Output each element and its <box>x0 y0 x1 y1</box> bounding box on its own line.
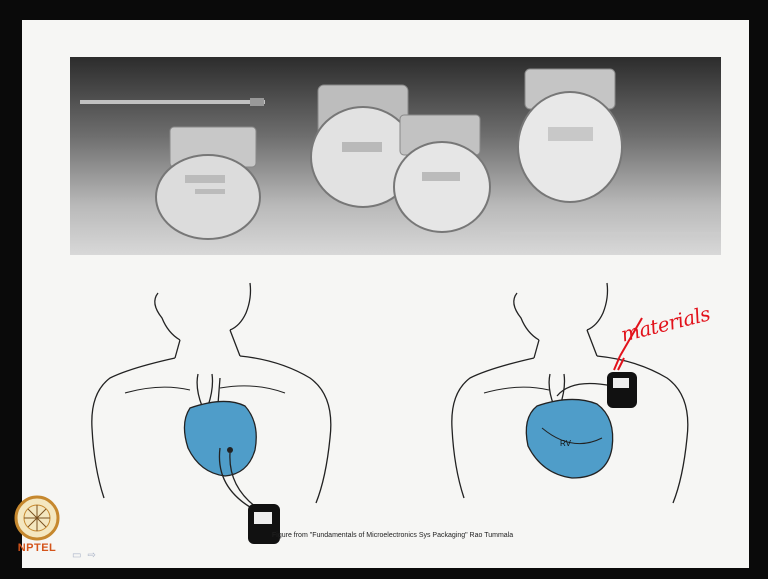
nptel-emblem-icon <box>8 494 66 544</box>
slide-nav: ▭ ⇨ <box>72 550 96 561</box>
slide: RV materials Figure from "Fundamentals o… <box>22 20 749 568</box>
heart-label: RV <box>560 439 572 448</box>
pacemaker-photo <box>70 57 721 255</box>
nptel-logo: NPTEL <box>8 494 66 566</box>
left-chest-illustration <box>80 278 340 548</box>
slide-menu-icon[interactable]: ▭ <box>72 550 81 561</box>
next-arrow-icon[interactable]: ⇨ <box>87 550 95 561</box>
figure-caption: Figure from "Fundamentals of Microelectr… <box>272 532 513 539</box>
nptel-logo-text: NPTEL <box>8 542 66 554</box>
